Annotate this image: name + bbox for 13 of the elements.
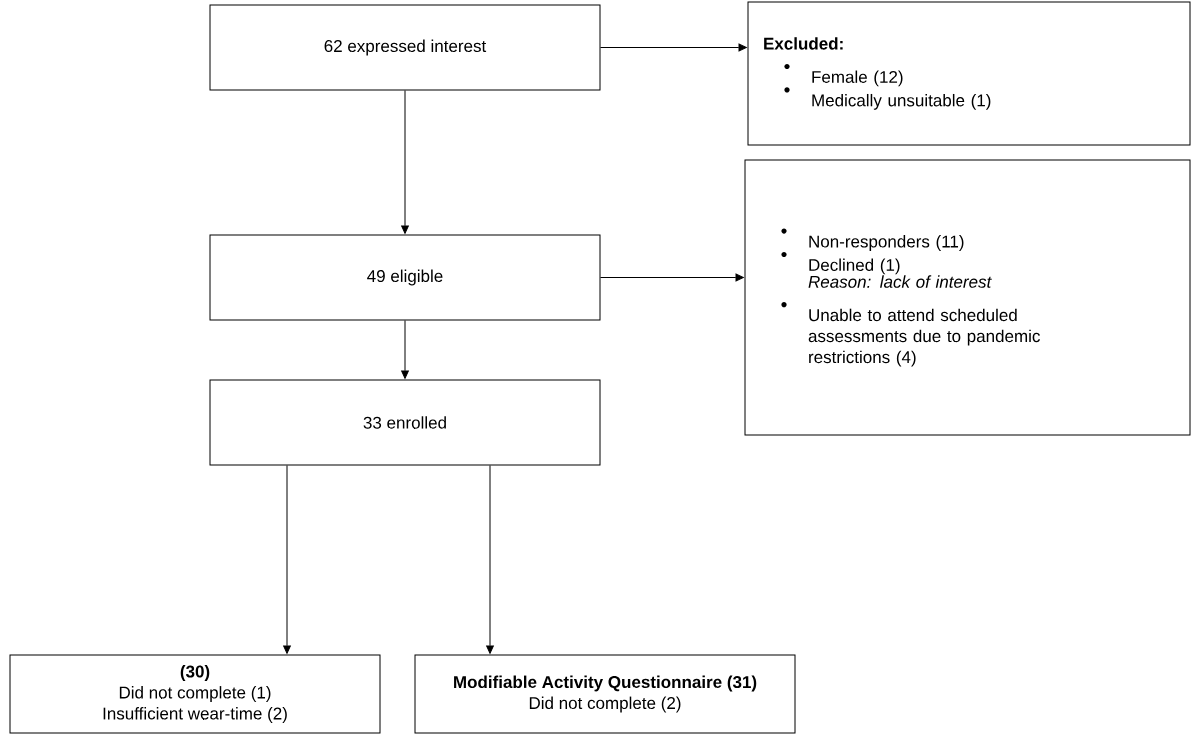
process-box: 62 expressed interest — [209, 4, 601, 91]
arrow — [600, 43, 747, 52]
arrow — [401, 90, 409, 234]
arrow — [283, 465, 291, 654]
process-box: (30) Did not complete (1) Insufficient wear-time (2) — [9, 654, 381, 734]
process-box: 33 enrolled — [209, 379, 601, 466]
arrow — [401, 320, 409, 379]
arrow — [486, 465, 494, 654]
arrow — [600, 273, 744, 282]
process-box: 49 eligible — [209, 234, 601, 321]
note-box: Excluded: Female (12) Medically unsuitable (1) — [747, 1, 1191, 146]
note-box: Non-responders (11) Declined (1) Reason: lack of interest Unable to attend scheduled assessments due to pandemic restrictions (4) — [744, 159, 1191, 436]
process-box: Modifiable Activity Questionnaire (31) Did not complete (2) — [414, 654, 796, 734]
